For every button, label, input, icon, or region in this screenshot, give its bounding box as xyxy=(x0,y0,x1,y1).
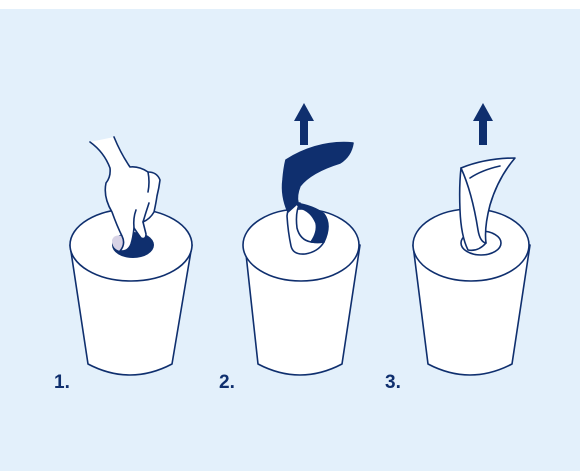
step-1-label: 1. xyxy=(54,372,70,393)
arrow-up-icon xyxy=(473,103,493,145)
step-2-illustration: 2. xyxy=(219,103,360,393)
step-3-label: 3. xyxy=(385,372,401,393)
step-3-illustration: 3. xyxy=(385,103,530,393)
step-1-illustration: 1. xyxy=(54,137,192,393)
step-2-label: 2. xyxy=(219,372,235,393)
paper-strip-outer xyxy=(283,143,353,212)
arrow-up-icon xyxy=(294,103,314,145)
